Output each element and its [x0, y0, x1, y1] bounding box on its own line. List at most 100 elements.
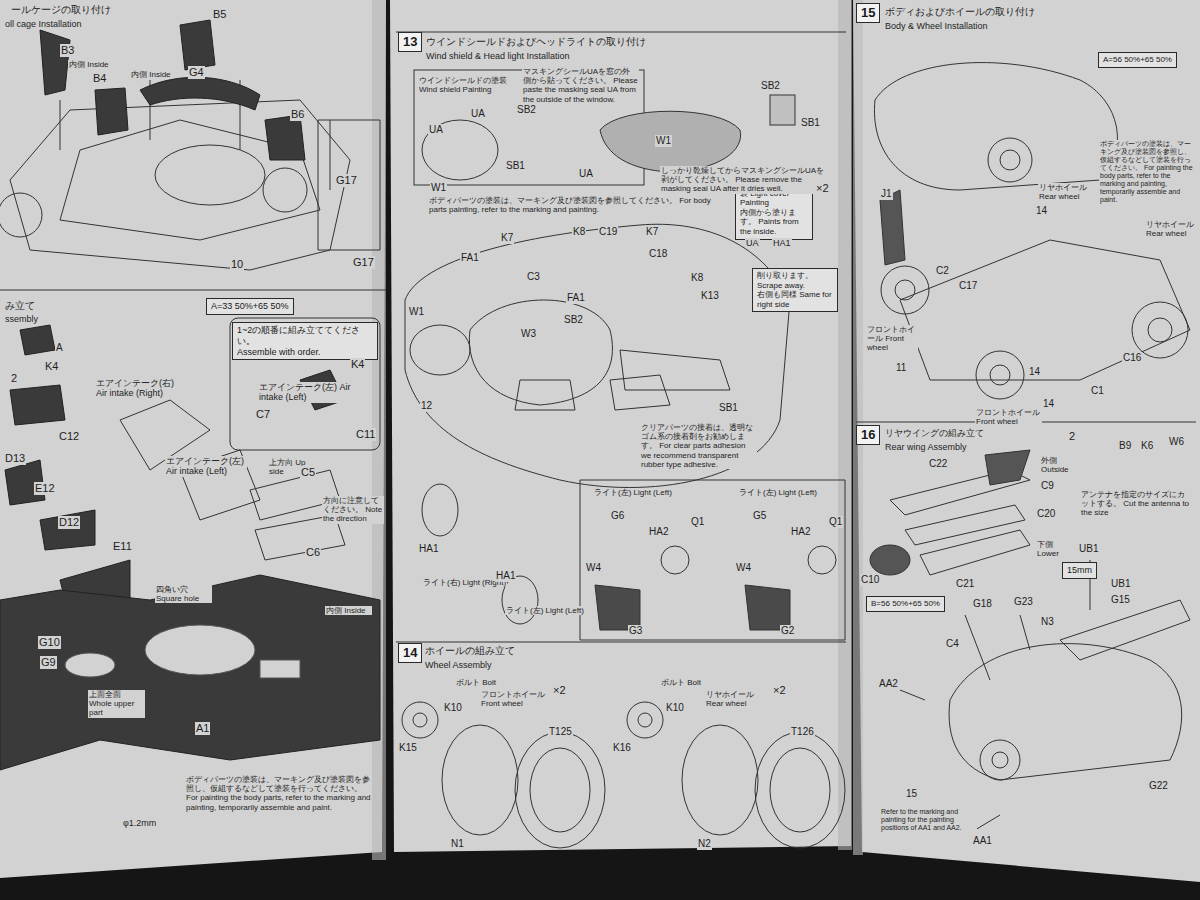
step-number-box: 14 [398, 643, 422, 663]
note-box: 1~2の順番に組み立ててください。Assemble with order. [232, 322, 378, 360]
line-art [422, 484, 458, 536]
label-text: Wind shield & Head light Installation [425, 51, 571, 61]
note-text: 内側から塗ります。 Paints from the inside. [740, 208, 808, 237]
label-text: UA [578, 168, 594, 180]
part-number: C11 [355, 428, 376, 441]
part-number: SB1 [505, 160, 526, 172]
line-art [422, 120, 498, 180]
part-number: G2 [780, 625, 795, 637]
note-text: A=33 50%+65 50% [211, 301, 289, 312]
line-art [413, 713, 427, 727]
line-art [661, 546, 689, 574]
part-number: B3 [60, 44, 75, 57]
step-number-box: 13 [398, 32, 422, 52]
part-number: K8 [690, 272, 704, 284]
line-art [985, 450, 1030, 485]
line-art [905, 505, 1025, 545]
label-text: ライト(左) Light (Left) [593, 488, 673, 497]
line-art [405, 224, 790, 487]
line-art [682, 725, 758, 835]
label-text: ライト(左) Light (Left) [738, 488, 818, 497]
part-number: K6 [1140, 440, 1154, 452]
label-text: ウインドシールドおよびヘッドライトの取り付け [425, 36, 647, 48]
step-number: 15 [861, 5, 875, 21]
label-text: ボディパーツの塗装は、マーキング及び塗装図を参照し、仮組するなどして塗装を行って… [1099, 140, 1196, 204]
part-number: C19 [598, 226, 618, 238]
line-art [870, 545, 910, 575]
line-art [838, 0, 852, 850]
line-art [0, 290, 386, 291]
part-number: C4 [945, 638, 960, 650]
part-number: B6 [290, 108, 305, 121]
part-number: K13 [700, 290, 720, 302]
part-number: UB1 [1078, 543, 1099, 555]
label-text: 10 [230, 258, 244, 271]
line-art [318, 120, 380, 250]
line-art [620, 350, 730, 390]
part-number: G4 [188, 66, 205, 79]
note-box: A=56 50%+65 50% [1098, 52, 1177, 68]
line-art [396, 32, 846, 33]
line-art [65, 653, 115, 677]
part-number: W3 [520, 328, 537, 340]
label-text: Refer to the marking and painting for th… [880, 808, 977, 832]
line-art [770, 95, 795, 125]
line-art [0, 575, 380, 770]
label-text: ライト(左) Light (Left) [505, 606, 585, 615]
note-text: 削り取ります。 Scrape away. [757, 271, 833, 290]
part-number: AA2 [878, 678, 899, 690]
label-text: φ1.2mm [122, 818, 157, 828]
label-text: ×2 [552, 684, 567, 697]
label-text: ×2 [815, 182, 830, 195]
label-text: 内側 Inside [325, 606, 372, 615]
label-text: リヤウイングの組み立て [884, 428, 985, 438]
part-number: HA1 [495, 570, 516, 582]
label-text: しっかり乾燥してからマスキングシールUAを剥がしてください。 Please re… [660, 166, 832, 194]
label-text: A [55, 342, 64, 354]
line-art [1000, 150, 1020, 170]
label-text: 2 [1068, 430, 1076, 443]
label-text: 内側 Inside [68, 60, 110, 69]
line-art [755, 732, 845, 848]
label-text: Body & Wheel Installation [884, 21, 989, 31]
note-text: 1~2の順番に組み立ててください。 [237, 325, 373, 347]
line-art [980, 740, 1020, 780]
part-number: G22 [1148, 780, 1169, 792]
part-number: C12 [58, 430, 80, 443]
label-text: み立て [4, 300, 36, 312]
label-text: UA [470, 108, 486, 120]
line-art [396, 642, 846, 643]
line-art [265, 115, 305, 160]
label-text: 14 [1035, 205, 1048, 217]
line-art [856, 63, 1196, 830]
part-number: G9 [40, 656, 57, 669]
part-number: W1 [430, 182, 447, 194]
line-art [95, 88, 128, 135]
part-number: G18 [972, 598, 993, 610]
part-number: B9 [1118, 440, 1132, 452]
part-number: T126 [790, 726, 815, 738]
line-art [990, 365, 1010, 385]
line-art [0, 20, 380, 770]
label-text: アンテナを指定のサイズにカットする。 Cut the antenna to th… [1080, 490, 1192, 518]
part-number: HA1 [418, 543, 439, 555]
step-number: 16 [861, 427, 875, 443]
part-number: K8 [572, 226, 586, 238]
part-number: D12 [58, 516, 80, 529]
note-box: B=56 50%+65 50% [866, 596, 945, 612]
label-text: UA [745, 238, 760, 248]
line-art [155, 145, 265, 205]
line-art [1132, 302, 1188, 358]
line-art [469, 300, 612, 405]
line-art [881, 266, 929, 314]
line-art [0, 80, 386, 560]
part-number: K10 [665, 702, 685, 714]
part-number: G23 [1013, 596, 1034, 608]
part-number: N2 [697, 838, 712, 850]
part-number: C1 [1090, 385, 1105, 397]
label-text: UA [428, 124, 444, 136]
label-text: 14 [1042, 398, 1055, 410]
line-art [976, 351, 1024, 399]
step-number-box: 16 [856, 425, 880, 445]
